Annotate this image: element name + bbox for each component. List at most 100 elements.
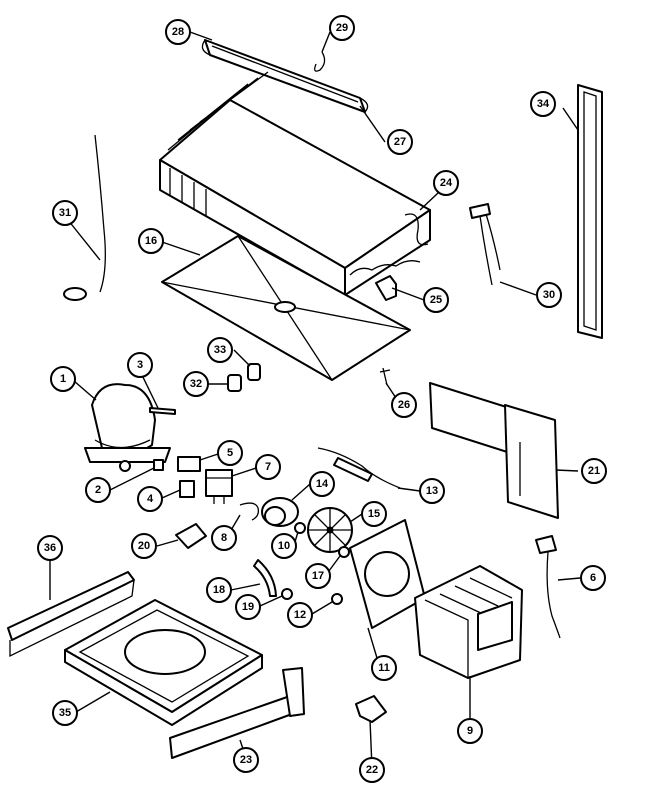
part-5-overload xyxy=(177,456,201,472)
callout-35[interactable]: 35 xyxy=(52,700,78,726)
callout-36[interactable]: 36 xyxy=(37,535,63,561)
callout-25[interactable]: 25 xyxy=(423,287,449,313)
callout-26[interactable]: 26 xyxy=(391,392,417,418)
svg-text:1: 1 xyxy=(60,373,66,385)
part-32-grommet xyxy=(227,374,242,392)
callout-32[interactable]: 32 xyxy=(183,371,209,397)
callout-30[interactable]: 30 xyxy=(536,282,562,308)
svg-text:30: 30 xyxy=(543,289,555,301)
part-17-fan-hub xyxy=(338,546,350,558)
part-34-side-panel xyxy=(577,84,603,339)
svg-text:18: 18 xyxy=(213,584,225,596)
part-8-wire xyxy=(239,502,260,521)
callout-22[interactable]: 22 xyxy=(359,757,385,783)
part-13-heater-wire xyxy=(317,447,401,489)
svg-text:21: 21 xyxy=(588,465,600,477)
part-4-relay xyxy=(179,480,195,498)
part-18-bracket-strap xyxy=(253,559,277,597)
part-19-nut xyxy=(281,588,293,600)
callout-16[interactable]: 16 xyxy=(138,228,164,254)
svg-text:12: 12 xyxy=(294,609,306,621)
svg-text:13: 13 xyxy=(426,485,438,497)
svg-text:20: 20 xyxy=(138,540,150,552)
svg-text:6: 6 xyxy=(590,572,596,584)
part-6-power-cord xyxy=(535,535,561,639)
svg-text:5: 5 xyxy=(227,447,233,459)
svg-text:19: 19 xyxy=(242,601,254,613)
callout-33[interactable]: 33 xyxy=(207,337,233,363)
part-16-drain-pan xyxy=(161,235,411,381)
svg-text:26: 26 xyxy=(398,399,410,411)
svg-text:28: 28 xyxy=(172,26,184,38)
part-33-grommet xyxy=(247,363,261,381)
part-22-clip xyxy=(355,695,387,723)
callout-1[interactable]: 1 xyxy=(50,366,76,392)
callout-2[interactable]: 2 xyxy=(85,477,111,503)
callouts: 28 29 27 24 34 31 16 25 30 26 1 3 33 32 … xyxy=(37,15,607,783)
part-28-tubing-frame xyxy=(201,39,369,113)
part-15-fan-blade xyxy=(307,507,353,553)
part-12-nut xyxy=(331,593,343,605)
callout-10[interactable]: 10 xyxy=(271,533,297,559)
svg-text:11: 11 xyxy=(378,662,390,674)
svg-text:32: 32 xyxy=(190,378,202,390)
callout-14[interactable]: 14 xyxy=(309,471,335,497)
svg-text:24: 24 xyxy=(440,177,453,189)
callout-7[interactable]: 7 xyxy=(255,454,281,480)
svg-text:9: 9 xyxy=(467,725,473,737)
callout-20[interactable]: 20 xyxy=(131,533,157,559)
callout-12[interactable]: 12 xyxy=(287,602,313,628)
svg-text:17: 17 xyxy=(312,570,324,582)
svg-text:27: 27 xyxy=(394,136,406,148)
svg-text:36: 36 xyxy=(44,542,56,554)
part-7-starter xyxy=(205,469,233,504)
svg-text:31: 31 xyxy=(59,207,71,219)
callout-11[interactable]: 11 xyxy=(371,655,397,681)
svg-text:2: 2 xyxy=(95,484,101,496)
svg-text:35: 35 xyxy=(59,707,71,719)
svg-text:16: 16 xyxy=(145,235,157,247)
svg-text:23: 23 xyxy=(240,754,252,766)
part-24-tubing xyxy=(404,213,429,246)
part-11-fan-frame xyxy=(349,519,426,629)
part-30-wire-harness xyxy=(469,203,501,286)
svg-text:34: 34 xyxy=(537,98,550,110)
part-10-washer xyxy=(294,522,306,534)
part-25-bracket xyxy=(375,275,397,301)
part-1-compressor xyxy=(84,383,171,472)
callout-9[interactable]: 9 xyxy=(457,718,483,744)
callout-31[interactable]: 31 xyxy=(52,200,78,226)
svg-text:10: 10 xyxy=(278,540,290,552)
part-29-hook xyxy=(314,51,326,72)
svg-text:33: 33 xyxy=(214,344,226,356)
callout-13[interactable]: 13 xyxy=(419,478,445,504)
svg-text:29: 29 xyxy=(336,22,348,34)
callout-28[interactable]: 28 xyxy=(165,19,191,45)
callout-21[interactable]: 21 xyxy=(581,458,607,484)
part-20-connector xyxy=(175,523,207,549)
callout-24[interactable]: 24 xyxy=(433,170,459,196)
svg-text:25: 25 xyxy=(430,294,442,306)
callout-29[interactable]: 29 xyxy=(329,15,355,41)
callout-4[interactable]: 4 xyxy=(137,486,163,512)
svg-text:7: 7 xyxy=(265,461,271,473)
callout-27[interactable]: 27 xyxy=(387,129,413,155)
callout-23[interactable]: 23 xyxy=(233,747,259,773)
part-21-shroud-panel xyxy=(429,382,559,519)
svg-text:8: 8 xyxy=(221,532,227,544)
callout-18[interactable]: 18 xyxy=(206,577,232,603)
callout-3[interactable]: 3 xyxy=(127,352,153,378)
callout-8[interactable]: 8 xyxy=(211,525,237,551)
svg-text:15: 15 xyxy=(368,508,380,520)
callout-34[interactable]: 34 xyxy=(530,91,556,117)
callout-5[interactable]: 5 xyxy=(217,440,243,466)
part-27-evaporator xyxy=(159,71,431,296)
callout-17[interactable]: 17 xyxy=(305,563,331,589)
part-26-screw xyxy=(379,367,391,386)
part-36-rail xyxy=(7,571,135,658)
callout-6[interactable]: 6 xyxy=(580,565,606,591)
callout-15[interactable]: 15 xyxy=(361,501,387,527)
callout-19[interactable]: 19 xyxy=(235,594,261,620)
